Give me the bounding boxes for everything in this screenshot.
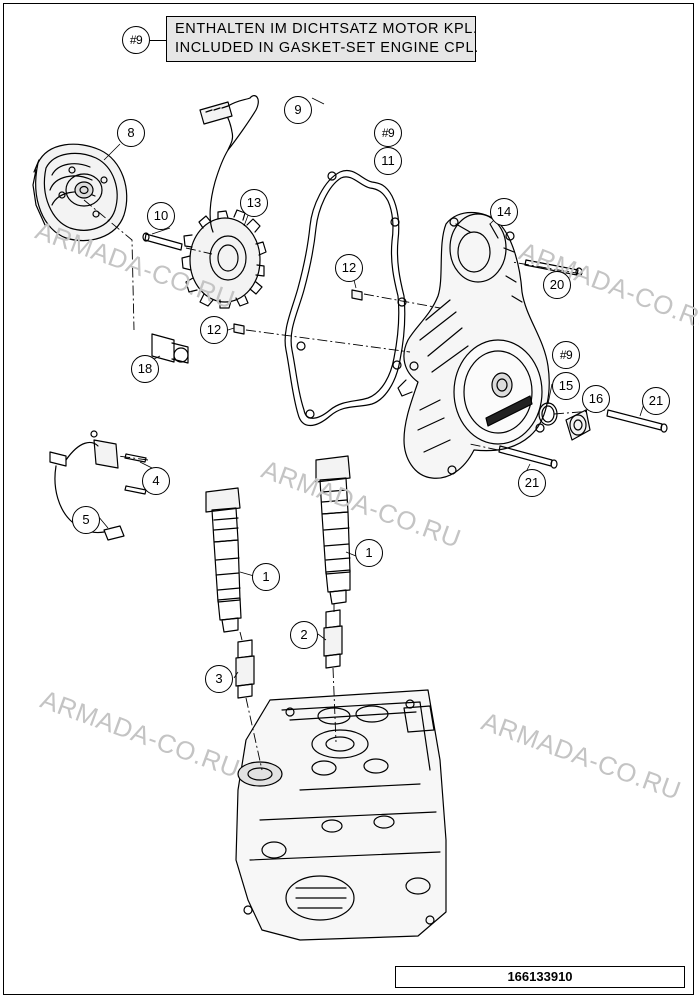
callout-18: 18 — [131, 355, 159, 383]
note-line-en: INCLUDED IN GASKET-SET ENGINE CPL. — [175, 40, 479, 56]
rotor-part — [32, 143, 128, 242]
cover-gasket-11 — [284, 170, 407, 427]
bolt-20 — [524, 259, 583, 277]
callout-2: 2 — [290, 621, 318, 649]
spark-plug-2 — [323, 609, 343, 669]
stator-part — [181, 95, 267, 309]
callout-21-upper: 21 — [642, 387, 670, 415]
note-line-de: ENTHALTEN IM DICHTSATZ MOTOR KPL. — [175, 21, 478, 37]
bolt-21-lower — [498, 445, 558, 469]
callout-1-left: 1 — [252, 563, 280, 591]
bolt-18 — [151, 333, 189, 364]
callout-1-right: 1 — [355, 539, 383, 567]
generator-cover-14 — [397, 212, 550, 479]
pickup-sensor — [49, 430, 125, 541]
spark-plug-3 — [235, 639, 255, 699]
assembly-guide-lines — [83, 199, 607, 771]
bolt-10 — [142, 232, 183, 251]
callout-13: 13 — [240, 189, 268, 217]
cylinder-head — [235, 689, 447, 941]
gasket-set-note: ENTHALTEN IM DICHTSATZ MOTOR KPL. INCLUD… — [166, 16, 479, 62]
callout-16: 16 — [582, 385, 610, 413]
note-ref-leader — [150, 40, 166, 41]
callout-12-lower: 12 — [200, 316, 228, 344]
callout-12-upper: 12 — [335, 254, 363, 282]
callout-ref9-gasket: #9 — [374, 119, 402, 147]
callout-5: 5 — [72, 506, 100, 534]
note-ref-callout: #9 — [122, 26, 150, 54]
drawing-number: 166133910 — [395, 966, 685, 988]
callout-ref9-seal: #9 — [552, 341, 580, 369]
callout-9: 9 — [284, 96, 312, 124]
dowel-pin-12-upper — [351, 289, 363, 301]
callout-4: 4 — [142, 467, 170, 495]
bolt-21-upper — [606, 409, 668, 433]
callout-3: 3 — [205, 665, 233, 693]
callout-10: 10 — [147, 202, 175, 230]
stator-connector — [199, 97, 251, 125]
callout-20: 20 — [543, 271, 571, 299]
callout-14: 14 — [490, 198, 518, 226]
page-frame — [3, 3, 694, 995]
screw-plug-16 — [565, 409, 591, 441]
callout-8: 8 — [117, 119, 145, 147]
callout-11: 11 — [374, 147, 402, 175]
ignition-coil-left — [205, 487, 242, 633]
dowel-pin-12-lower — [233, 323, 245, 335]
ignition-coil-right — [315, 455, 351, 605]
callout-21-lower: 21 — [518, 469, 546, 497]
callout-15: 15 — [552, 372, 580, 400]
